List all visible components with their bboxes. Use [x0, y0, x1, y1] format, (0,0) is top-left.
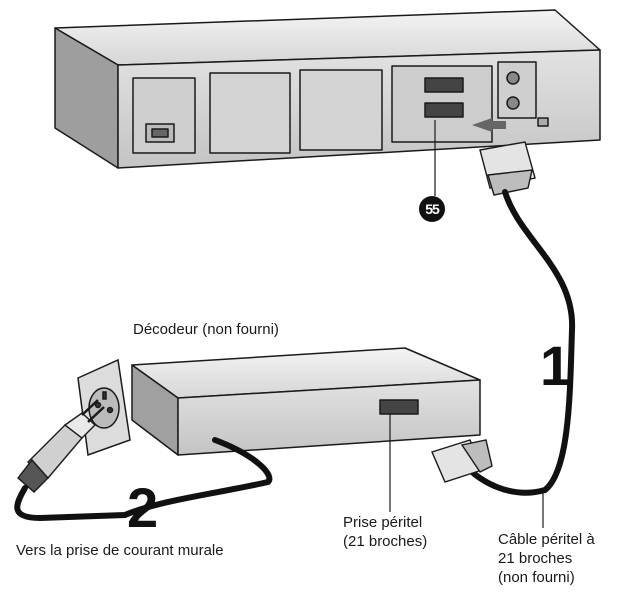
scart-socket-label-line1: Prise péritel: [343, 514, 423, 531]
decoder-front: [177, 379, 481, 456]
scart-cable-label-line2: 21 broches: [498, 550, 573, 567]
scart-cable-label: Câble péritel à 21 broches (non fourni): [498, 530, 595, 587]
scart-socket-label: Prise péritel (21 broches): [343, 513, 427, 551]
scart-cable: [467, 189, 576, 496]
vcr-scart-socket-upper: [424, 77, 464, 93]
power-plug: [17, 399, 105, 493]
vcr-unit: [54, 9, 601, 169]
step-2-number: 2: [127, 476, 159, 539]
decoder-scart-socket: [379, 399, 419, 415]
scart-cable-label-line1: Câble péritel à: [498, 531, 595, 548]
decoder-label: Décodeur (non fourni): [133, 321, 279, 338]
scart-socket-label-line2: (21 broches): [343, 533, 428, 550]
vcr-rf-in-connector: [506, 71, 520, 85]
decoder-unit: [131, 347, 481, 456]
step-1-number: 1: [540, 334, 572, 397]
vcr-rf-out-connector: [506, 96, 520, 110]
scart-plug-bottom: [431, 439, 493, 483]
scart-cable-label-line3: (non fourni): [498, 569, 575, 586]
power-cable: [14, 437, 273, 522]
insert-arrow-vcr: [472, 118, 506, 132]
scart-plug-top: [479, 141, 536, 196]
wall-outlet-label: Vers la prise de courant murale: [16, 542, 224, 559]
callout-number-badge: 55: [419, 196, 445, 222]
vcr-scart-socket-lower: [424, 102, 464, 118]
